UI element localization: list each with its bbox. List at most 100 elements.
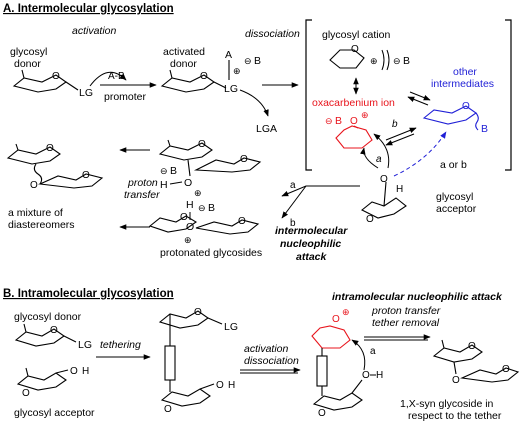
counterion-b: B (208, 202, 215, 214)
syn-glycoside-product (432, 339, 520, 383)
hydroxyl-h: H (396, 184, 403, 195)
intermediates-bracket-left (305, 19, 312, 171)
ring-oxygen: O (350, 116, 358, 127)
tethering-acceptor-ring (16, 367, 69, 391)
intermediates-bracket-right (505, 19, 512, 171)
path-a-label-b: a (370, 346, 376, 357)
intermediate-ring (422, 105, 479, 131)
activated-donor-label-1: activated (163, 46, 205, 58)
hydroxyl-oxygen: O (70, 366, 78, 377)
attack-arrow-blue (393, 131, 447, 177)
glycosyl-cation-ring (329, 49, 365, 69)
ring-oxygen: O (164, 404, 172, 415)
branch-arrow-b (281, 185, 307, 219)
proton-transfer-label-1: proton (127, 177, 158, 189)
charge-plus: ⊕ (233, 66, 241, 76)
ring-oxygen: O (318, 408, 326, 419)
charge-plus: ⊕ (194, 188, 202, 198)
counterion-b: B (254, 55, 261, 67)
nucleophilic-label-2: nucleophilic (280, 238, 341, 250)
dissociation-label: dissociation (245, 28, 300, 40)
intermediate-b: B (481, 123, 488, 135)
counterion-b: B (403, 55, 410, 67)
a-or-b-label: a or b (440, 159, 467, 171)
promoter-a-atom: A (225, 49, 232, 61)
nucleophilic-label-1: intermolecular (275, 225, 348, 237)
intramolecular-attack-arrow (351, 339, 366, 371)
activation-curved-arrow (89, 71, 127, 87)
glycosyl-donor-label-1: glycosyl (10, 46, 47, 58)
equilibrium-arrow (409, 91, 431, 101)
glycosyl-cation-label: glycosyl cation (322, 29, 390, 41)
charge-minus: ⊖ (198, 203, 206, 213)
ring-oxygen: O (462, 101, 470, 112)
nucleophilic-label-3: attack (296, 251, 328, 263)
proton-h: H (160, 179, 168, 191)
protonated-glycoside-a (158, 139, 262, 177)
lga-label: LGA (256, 123, 277, 135)
mixture-label-2: diastereomers (8, 219, 75, 231)
path-a-label: a (376, 154, 382, 165)
equilibrium-arrow (385, 133, 415, 146)
branch-b-label: b (290, 218, 296, 229)
glycosyl-donor-ring (12, 69, 79, 93)
other-intermediates-label-2: intermediates (431, 78, 494, 90)
ring-oxygen: O (50, 325, 58, 336)
ring-oxygen: O (380, 174, 388, 185)
ring-oxygen: O (22, 388, 30, 399)
activated-leaving-group: LG (224, 83, 238, 95)
charge-minus: ⊖ (160, 166, 168, 176)
ring-oxygen: O (180, 212, 188, 223)
glycosidic-oxygen: O (452, 375, 460, 386)
ring-oxygen: O (351, 44, 359, 55)
section-b-title: B. Intramolecular glycosylation (3, 288, 174, 300)
protonated-glycoside-b (148, 215, 260, 235)
ring-oxygen: O (198, 139, 206, 150)
oh-bond (169, 181, 183, 185)
ring-oxygen: O (366, 214, 374, 225)
equilibrium-arrow (407, 96, 429, 106)
leaving-group: LG (79, 87, 93, 99)
proton-h: H (186, 199, 194, 211)
dissociation-curved-arrow (239, 89, 269, 117)
oxacarbenium-ring (335, 125, 373, 149)
oxacarbenium-label: oxacarbenium ion (312, 97, 395, 109)
charge-minus: ⊖ (393, 56, 401, 66)
charge-plus: ⊕ (370, 56, 378, 66)
ring-oxygen: O (30, 180, 38, 191)
ring-oxygen: O (46, 143, 54, 154)
counterion-b: B (335, 115, 342, 127)
glycosyl-acceptor-label-2: acceptor (436, 203, 477, 215)
glycosyl-acceptor-ring (360, 181, 407, 219)
hydroxyl-oxygen: O (216, 380, 224, 391)
charge-plus: ⊕ (342, 307, 350, 317)
activated-donor-ring (160, 60, 230, 93)
section-a-title: A. Intermolecular glycosylation (3, 3, 174, 15)
tethering-label: tethering (100, 339, 141, 351)
ring-oxygen: O (200, 71, 208, 82)
ring-oxygen: O (82, 170, 90, 181)
ring-oxygen: O (238, 216, 246, 227)
disaccharide-mixture (6, 143, 104, 189)
ring-oxygen: O (468, 341, 476, 352)
hydroxyl-h: H (376, 370, 383, 381)
intramolecular-oxacarbenium-ring (311, 325, 351, 349)
activation-label: activation (72, 25, 117, 37)
charge-minus: ⊖ (325, 116, 333, 126)
tether-removal-label: tether removal (372, 317, 440, 329)
leaving-group: LG (78, 339, 92, 351)
leaving-group: LG (224, 321, 238, 333)
hydroxyl-oxygen: O (362, 370, 370, 381)
mixture-label-1: a mixture of (8, 207, 63, 219)
activated-donor-label-2: donor (170, 58, 197, 70)
hydroxyl-h: H (82, 366, 89, 377)
ring-oxygen: O (332, 314, 340, 325)
glycosyl-donor-label-2: donor (14, 58, 41, 70)
reagent-label: A-B (108, 71, 125, 82)
promoter-label: promoter (104, 91, 147, 103)
glycosidic-oxygen: O (184, 177, 192, 189)
tethered-substrate (158, 310, 223, 407)
proton-transfer-label-2: transfer (124, 189, 160, 201)
charge-plus: ⊕ (184, 235, 192, 245)
